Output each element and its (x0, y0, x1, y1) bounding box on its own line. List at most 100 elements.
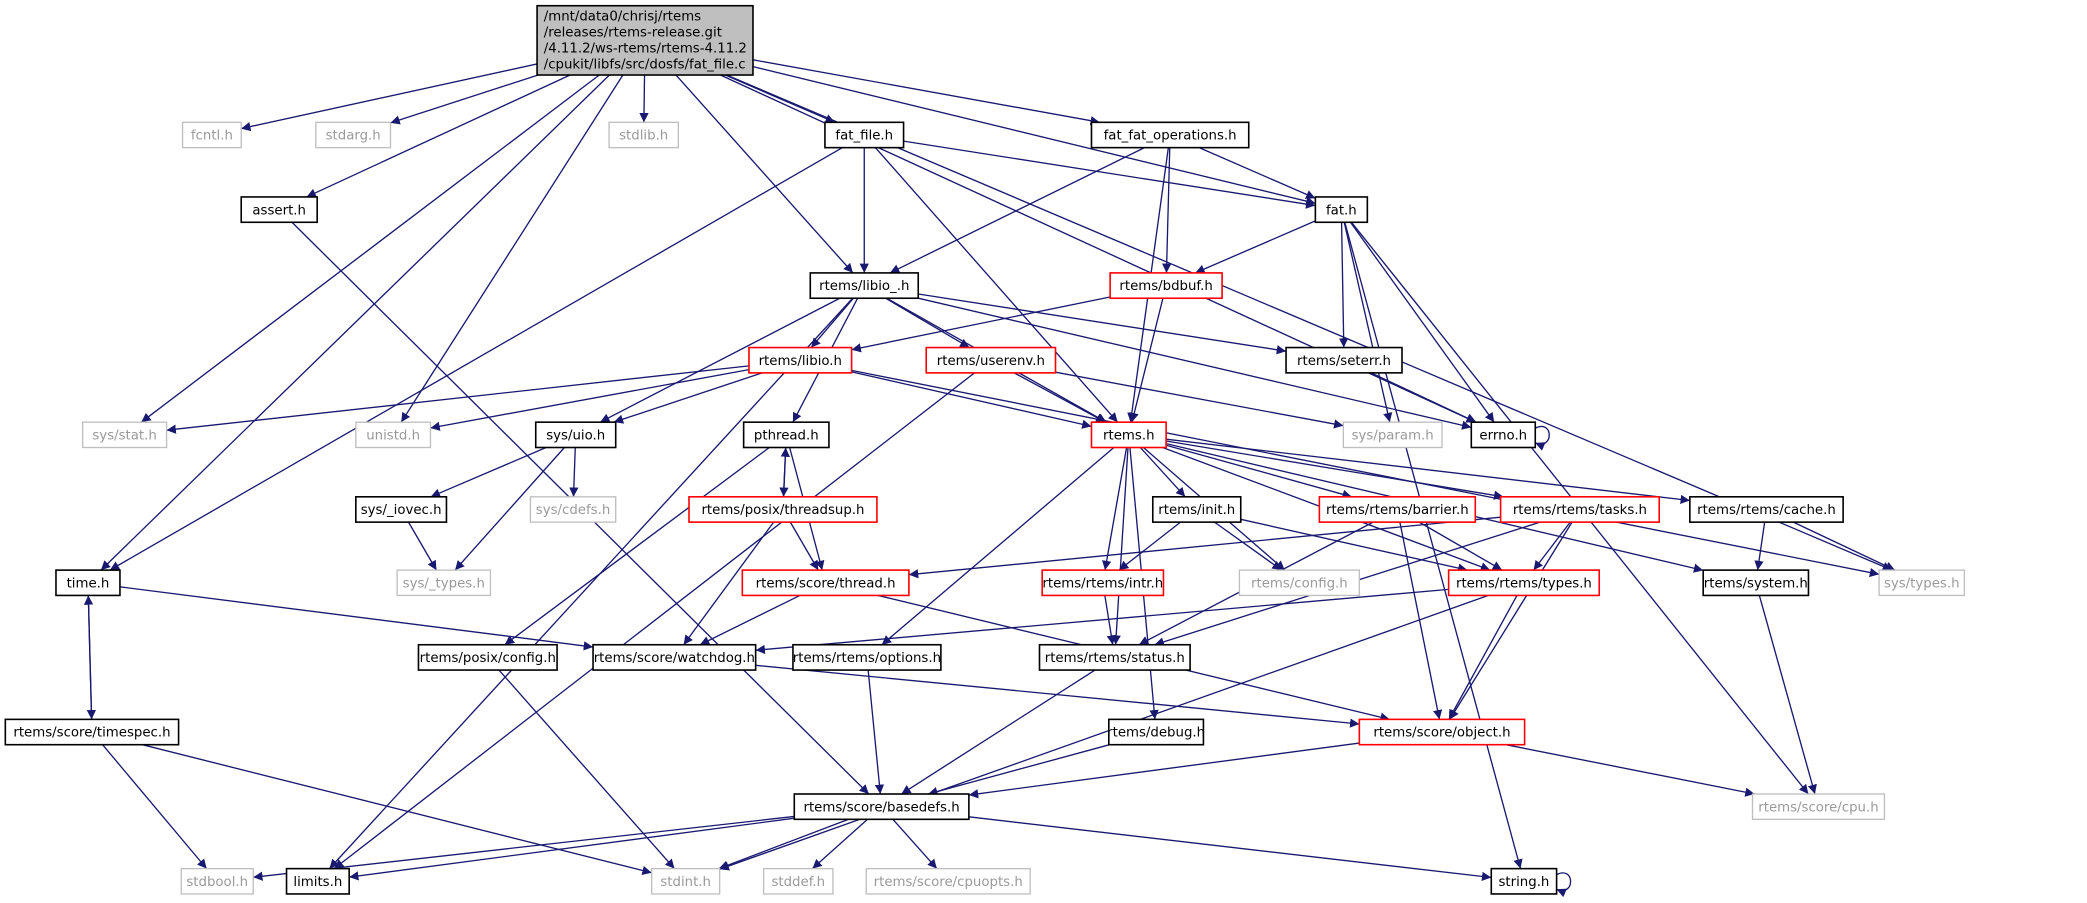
node-label: rtems/score/cpu.h (1758, 800, 1878, 815)
edge-root-to-assert (306, 74, 571, 198)
edge-fat_file-to-fat (903, 140, 1316, 209)
node-box (529, 496, 617, 523)
node-libio[interactable]: rtems/libio.h (748, 346, 853, 374)
node-label: rtems/score/watchdog.h (594, 651, 755, 666)
node-box (793, 793, 970, 821)
edge-types-to-object (1448, 595, 1518, 720)
node-label: rtems/posix/threadsup.h (701, 503, 864, 518)
node-system[interactable]: rtems/system.h (1702, 569, 1810, 597)
node-fat_file[interactable]: fat_file.h (824, 121, 905, 149)
node-errno[interactable]: errno.h (1470, 421, 1537, 449)
node-box (748, 346, 853, 374)
node-box (4, 718, 180, 746)
node-label: rtems/bdbuf.h (1119, 279, 1212, 294)
node-label: rtems/debug.h (1107, 726, 1205, 741)
node-time[interactable]: time.h (55, 569, 121, 597)
edge-string-to-string (1556, 872, 1572, 898)
node-fcntl: fcntl.h (181, 121, 242, 149)
edge-root-to-fcntl (241, 63, 538, 132)
node-stdlib: stdlib.h (608, 121, 680, 149)
node-timespec[interactable]: rtems/score/timespec.h (4, 718, 180, 746)
node-options[interactable]: rtems/rtems/options.h (792, 643, 942, 671)
node-label: stdbool.h (186, 875, 248, 890)
node-box (742, 421, 830, 449)
edge-basedefs-to-string (968, 816, 1492, 882)
node-label: stdarg.h (326, 129, 381, 144)
node-watchdog[interactable]: rtems/score/watchdog.h (592, 643, 757, 671)
edge-root-to-systypes (726, 74, 1893, 571)
node-stdbool: stdbool.h (180, 867, 254, 895)
node-box (1038, 643, 1191, 671)
node-sysparam: sys/param.h (1342, 421, 1443, 449)
node-limits[interactable]: limits.h (285, 867, 350, 895)
node-label: string.h (1498, 875, 1549, 890)
node-box (1090, 121, 1250, 149)
node-userenv[interactable]: rtems/userenv.h (925, 346, 1057, 374)
node-label: rtems/rtems/intr.h (1042, 576, 1163, 591)
node-string[interactable]: string.h (1490, 867, 1558, 895)
node-config: rtems/config.h (1238, 569, 1361, 597)
node-label: rtems/libio.h (759, 354, 842, 369)
edge-time-to-watchdog (119, 586, 594, 651)
node-label: rtems/rtems/tasks.h (1513, 503, 1647, 518)
edge-errno-to-errno (1534, 425, 1550, 451)
node-fat_fat_ops[interactable]: fat_fat_operations.h (1090, 121, 1250, 149)
node-box (1878, 569, 1966, 597)
edge-init-to-intr (1118, 521, 1181, 571)
node-box (608, 121, 680, 149)
node-barrier[interactable]: rtems/rtems/barrier.h (1318, 496, 1477, 523)
node-stddef: stddef.h (762, 867, 834, 895)
node-label: unistd.h (366, 429, 420, 444)
node-intr[interactable]: rtems/rtems/intr.h (1041, 569, 1165, 597)
node-box (355, 496, 448, 523)
node-label: rtems/score/timespec.h (13, 726, 170, 741)
node-assert[interactable]: assert.h (240, 196, 318, 224)
edge-userenv-to-rtems (1013, 372, 1106, 423)
edge-rtems-to-cache (1166, 438, 1690, 505)
node-box (1342, 421, 1443, 449)
node-pthread[interactable]: pthread.h (742, 421, 830, 449)
node-box (1447, 569, 1601, 597)
node-basedefs[interactable]: rtems/score/basedefs.h (793, 793, 970, 821)
node-unistd: unistd.h (355, 421, 432, 449)
node-init[interactable]: rtems/init.h (1151, 496, 1242, 523)
node-status[interactable]: rtems/rtems/status.h (1038, 643, 1191, 671)
edge-root-to-time (100, 74, 610, 571)
edge-root-to-sysstat (140, 74, 600, 423)
node-fat[interactable]: fat.h (1314, 196, 1369, 224)
node-libio_[interactable]: rtems/libio_.h (809, 272, 920, 300)
edge-fat-to-sysparam (1343, 222, 1393, 423)
edge-root-to-stdarg (390, 74, 539, 125)
edge-libio-to-sysuio (613, 372, 763, 424)
node-cache[interactable]: rtems/rtems/cache.h (1689, 496, 1844, 523)
edge-timespec-to-time (83, 595, 94, 720)
node-box (417, 643, 558, 671)
node-seterr[interactable]: rtems/seterr.h (1285, 346, 1403, 374)
nodes-layer: /mnt/data0/chrisj/rtems/releases/rtems-r… (4, 4, 1966, 895)
edges-layer (83, 59, 1896, 898)
edge-tasks-to-thread (908, 516, 1501, 579)
node-box (925, 346, 1057, 374)
node-sysiovec[interactable]: sys/_iovec.h (355, 496, 448, 523)
node-label: fat_file.h (835, 129, 893, 144)
node-object[interactable]: rtems/score/object.h (1358, 718, 1526, 746)
node-thread[interactable]: rtems/score/thread.h (741, 569, 910, 597)
node-box (1238, 569, 1361, 597)
node-label: rtems/score/object.h (1373, 726, 1510, 741)
edge-root-to-unistd (400, 74, 624, 423)
node-types[interactable]: rtems/rtems/types.h (1447, 569, 1601, 597)
node-sysuio[interactable]: sys/uio.h (534, 421, 617, 449)
node-label: errno.h (1479, 429, 1527, 444)
node-threadsup[interactable]: rtems/posix/threadsup.h (688, 496, 878, 523)
edge-object-to-cpu (1505, 744, 1755, 797)
node-posixconfig[interactable]: rtems/posix/config.h (417, 643, 558, 671)
edge-basedefs-to-stdbool (253, 815, 795, 881)
node-label: rtems/userenv.h (937, 354, 1045, 369)
edge-rtems-to-tasks (1165, 440, 1504, 500)
node-rtems[interactable]: rtems.h (1090, 421, 1167, 449)
edge-object-to-basedefs (968, 742, 1360, 799)
edge-root-to-libio_ (675, 74, 854, 274)
node-debug[interactable]: rtems/debug.h (1107, 718, 1205, 746)
node-bdbuf[interactable]: rtems/bdbuf.h (1109, 272, 1223, 300)
node-tasks[interactable]: rtems/rtems/tasks.h (1499, 496, 1661, 523)
